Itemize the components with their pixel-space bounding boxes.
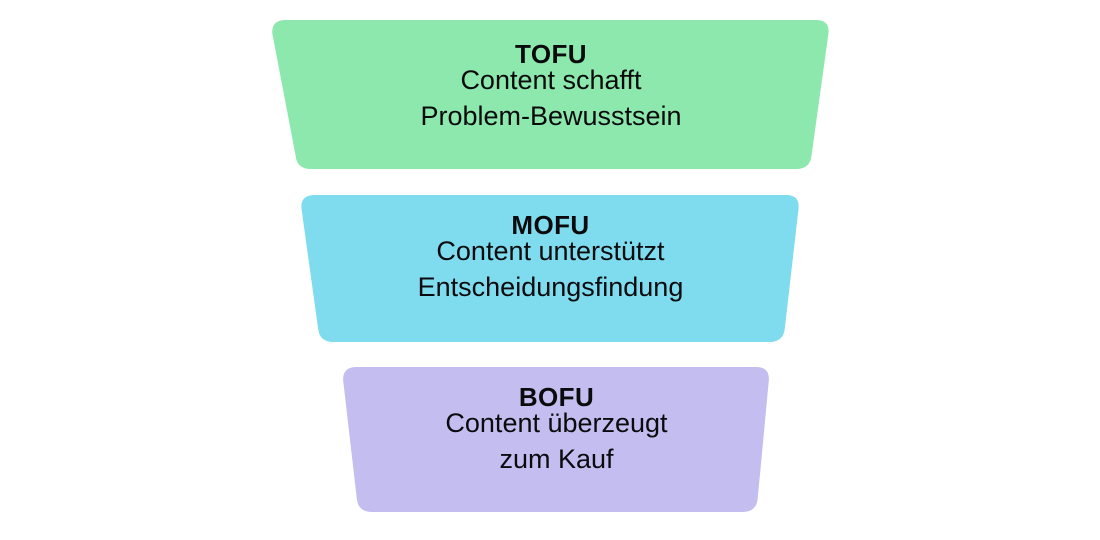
funnel-stage-bofu-labels: BOFU Content überzeugt zum Kauf [343,384,770,473]
bofu-line-2: zum Kauf [499,444,614,474]
bofu-title: BOFU [518,382,595,412]
tofu-trapezoid-path [272,20,829,169]
mofu-trapezoid-path [301,195,799,342]
funnel-stage-tofu-labels: TOFU Content schafft Problem-Bewusstsein [272,41,830,130]
mofu-line-1: Content unterstützt [436,236,665,266]
bofu-line-1: Content überzeugt [445,408,668,438]
tofu-line-2: Problem-Bewusstsein [420,101,682,131]
funnel-stage-mofu-labels: MOFU Content unterstützt Entscheidungsfi… [301,212,800,301]
tofu-line-1: Content schafft [460,65,642,95]
bofu-trapezoid-path [343,367,769,512]
mofu-line-2: Entscheidungsfindung [417,272,684,302]
tofu-title: TOFU [515,39,587,69]
mofu-title: MOFU [511,210,590,240]
